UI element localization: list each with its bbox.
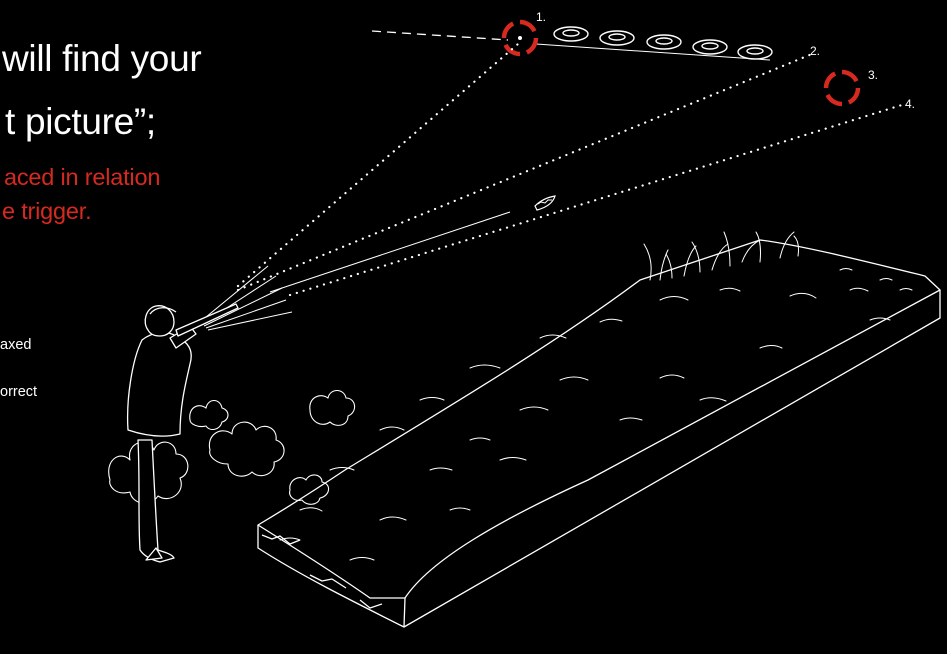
clay-track-line — [536, 44, 770, 60]
note-correct: orrect — [0, 384, 37, 400]
shot-trail — [270, 196, 555, 292]
ground-slab — [258, 240, 940, 627]
subheading-line-1: aced in relation — [4, 166, 160, 190]
reticle-center — [518, 36, 522, 40]
target-label-3: 3. — [868, 68, 878, 82]
crosshair-reticle-icon — [504, 22, 858, 104]
heading-line-2: t picture”; — [5, 103, 156, 140]
clay-target-icon — [554, 27, 772, 59]
muzzle-rays — [200, 266, 292, 330]
target-label-1: 1. — [536, 10, 546, 24]
subheading-line-2: e trigger. — [2, 200, 91, 224]
target-label-2: 2. — [810, 44, 820, 58]
aim-dashed-line — [372, 31, 508, 40]
grass-tufts — [644, 232, 799, 280]
shooter-figure-icon — [128, 304, 238, 562]
note-relaxed: axed — [0, 337, 31, 353]
target-label-4: 4. — [905, 97, 915, 111]
heading-line-1: will find your — [2, 40, 201, 77]
sight-lines — [238, 44, 905, 295]
